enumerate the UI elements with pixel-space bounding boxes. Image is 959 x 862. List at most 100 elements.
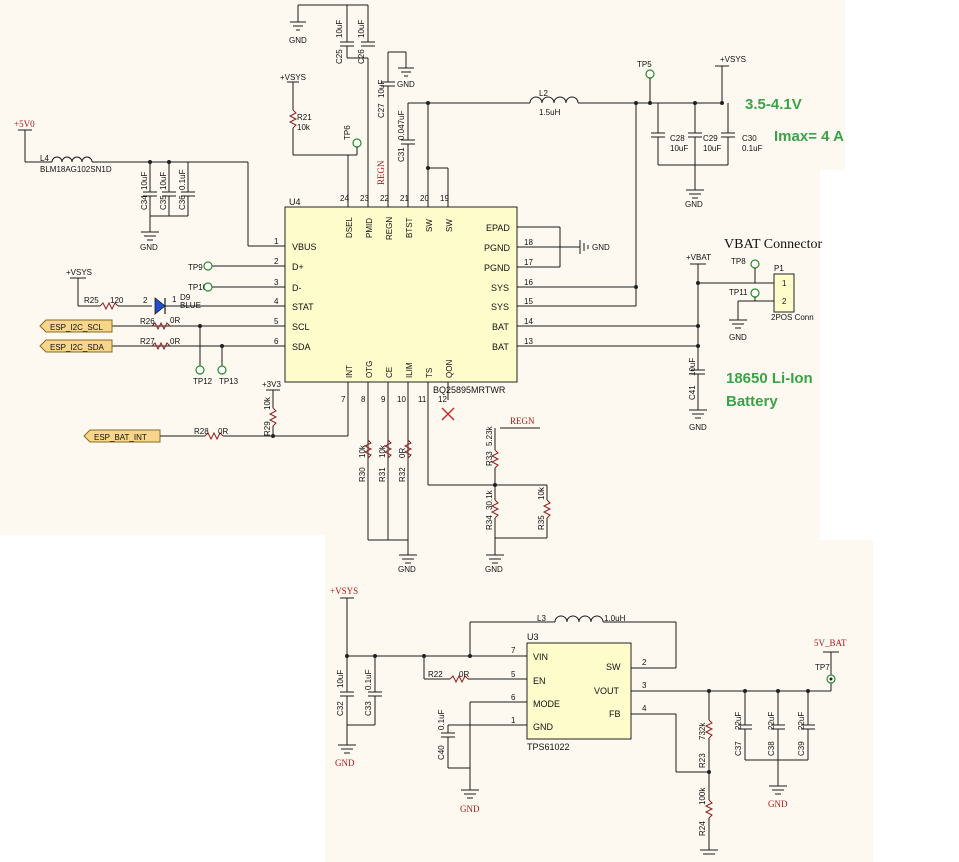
c27-val: 10uF — [377, 80, 386, 98]
u4-pin3-num: 3 — [274, 278, 279, 287]
svg-text:TP7: TP7 — [815, 663, 830, 672]
svg-text:100k: 100k — [698, 787, 707, 805]
u4-pin-sys1: SYS — [491, 283, 509, 293]
c31-group: C31 0.047uF — [397, 101, 448, 170]
esp-i2c-scl-net: ESP_I2C_SCL — [39, 319, 113, 333]
svg-text:0.047uF: 0.047uF — [397, 111, 406, 140]
svg-text:L4: L4 — [40, 154, 49, 163]
u4-pin6-num: 6 — [274, 337, 279, 346]
u4-pin5-num: 5 — [274, 317, 279, 326]
u4-pin-sw1: SW — [425, 219, 434, 232]
u4-top-pins: 24 DSEL 23 PMID 22 REGN 21 BTST 20 SW 19… — [340, 58, 454, 240]
svg-text:C32: C32 — [336, 701, 345, 716]
c27-ref: C27 — [377, 103, 386, 118]
annotation-battery-line1: 18650 Li-Ion — [726, 370, 813, 387]
tp10: TP10 — [188, 282, 213, 292]
u4-pin4-num: 4 — [274, 297, 279, 306]
svg-text:TP11: TP11 — [729, 288, 748, 297]
svg-text:R24: R24 — [698, 821, 707, 836]
svg-text:+VSYS: +VSYS — [280, 73, 306, 82]
svg-text:+VSYS: +VSYS — [330, 586, 358, 596]
svg-text:2POS Conn: 2POS Conn — [771, 313, 814, 322]
svg-text:0R: 0R — [459, 670, 469, 679]
u4-pin-scl: SCL — [292, 322, 310, 332]
c25-c26-group: GND C25 10uF C26 10uF — [289, 4, 375, 64]
svg-text:10k: 10k — [378, 444, 387, 458]
svg-text:21: 21 — [400, 194, 409, 203]
svg-text:TP6: TP6 — [343, 125, 352, 140]
annotation-battery-line2: Battery — [726, 393, 778, 410]
svg-text:5.23k: 5.23k — [485, 425, 494, 446]
c37-c39-group: GND C37 22uF C38 22uF C39 22uF — [734, 689, 815, 809]
u4-pin-epad: EPAD — [486, 223, 510, 233]
svg-text:TP10: TP10 — [188, 283, 208, 292]
svg-text:C37: C37 — [734, 741, 743, 756]
svg-text:1: 1 — [511, 716, 516, 725]
esp-bat-int-net: ESP_BAT_INT — [83, 429, 161, 443]
u4-pin18-num: 18 — [524, 238, 533, 247]
c26-ref: C26 — [357, 49, 366, 64]
svg-text:C36: C36 — [178, 195, 187, 210]
u4-pin2-num: 2 — [274, 257, 279, 266]
svg-text:2: 2 — [143, 296, 148, 305]
r21-group: +VSYS R21 10k — [280, 73, 348, 156]
svg-text:VIN: VIN — [533, 652, 548, 662]
net-5v-bat: 5V_BAT — [814, 638, 847, 648]
u4-pgnd-ground-symbol: GND — [579, 240, 610, 254]
u3-part: TPS61022 — [527, 742, 570, 752]
svg-text:GND: GND — [398, 565, 416, 574]
u4-pin-dplus: D+ — [292, 262, 304, 272]
svg-text:0R: 0R — [218, 427, 228, 436]
u4-pin-vbus: VBUS — [292, 242, 317, 252]
svg-text:R25: R25 — [84, 296, 99, 305]
svg-text:R27: R27 — [140, 337, 155, 346]
svg-text:7: 7 — [511, 646, 516, 655]
svg-text:REGN: REGN — [510, 416, 535, 426]
svg-text:22uF: 22uF — [797, 712, 806, 730]
svg-text:19: 19 — [440, 194, 449, 203]
svg-text:20: 20 — [420, 194, 429, 203]
svg-text:BLUE: BLUE — [180, 301, 201, 310]
svg-text:MODE: MODE — [533, 699, 560, 709]
svg-text:+VSYS: +VSYS — [720, 55, 746, 64]
svg-text:L2: L2 — [539, 89, 548, 98]
boost-input-group: +VSYS GND C32 10uF C33 0.1uF R22 0R — [330, 586, 476, 768]
svg-text:1.0uH: 1.0uH — [604, 614, 626, 623]
r25-d9-group: +VSYS R25 120 2 1 D9 BLUE — [66, 268, 201, 315]
svg-text:10k: 10k — [297, 123, 311, 132]
svg-text:+VBAT: +VBAT — [686, 253, 711, 262]
svg-text:R28: R28 — [194, 427, 209, 436]
tp6: TP6 — [343, 125, 362, 156]
annotation-imax: Imax= 4 A — [774, 128, 844, 145]
u4-pin-btst: BTST — [405, 217, 414, 238]
svg-text:24: 24 — [340, 194, 349, 203]
svg-text:TP9: TP9 — [188, 263, 203, 272]
svg-text:30.1k: 30.1k — [485, 489, 494, 510]
u4-ref: U4 — [289, 197, 301, 207]
svg-text:C28: C28 — [670, 134, 685, 143]
svg-text:R34: R34 — [485, 515, 494, 530]
u4-pin-int: INT — [345, 365, 354, 378]
svg-text:VOUT: VOUT — [594, 686, 620, 696]
svg-text:R26: R26 — [140, 317, 155, 326]
u3-chip-body — [526, 642, 632, 740]
svg-text:GND: GND — [592, 243, 610, 252]
esp-i2c-sda-net: ESP_I2C_SDA — [39, 339, 113, 353]
svg-text:TP12: TP12 — [193, 377, 213, 386]
svg-text:GND: GND — [335, 758, 355, 768]
svg-text:3: 3 — [642, 681, 647, 690]
svg-text:12: 12 — [438, 395, 447, 404]
svg-text:+3V3: +3V3 — [262, 380, 281, 389]
svg-text:120: 120 — [110, 296, 124, 305]
u4-pin-regn: REGN — [385, 217, 394, 240]
svg-text:R22: R22 — [428, 670, 443, 679]
svg-text:GND: GND — [485, 565, 503, 574]
u4-pin-otg: OTG — [365, 361, 374, 378]
svg-text:R35: R35 — [537, 515, 546, 530]
svg-text:C30: C30 — [742, 134, 757, 143]
u4-pin-sda: SDA — [292, 342, 311, 352]
vbat-connector-title: VBAT Connector — [724, 237, 822, 252]
u4-pin-pmid: PMID — [365, 218, 374, 238]
